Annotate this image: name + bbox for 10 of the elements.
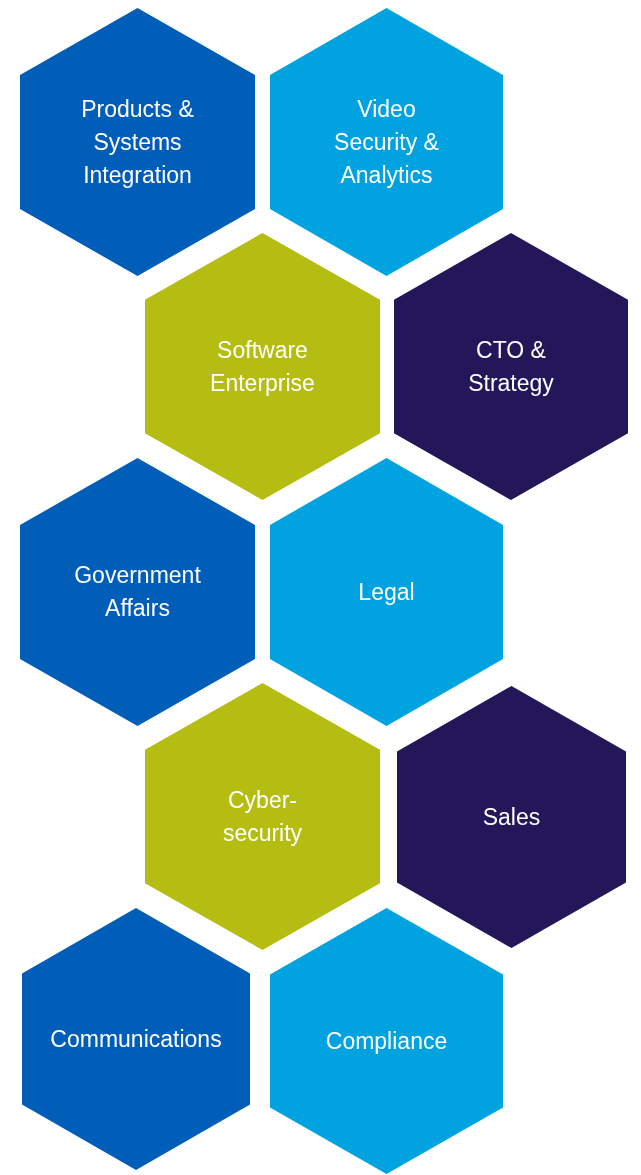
tile-label: Software Enterprise (209, 335, 316, 398)
tile-label: Compliance (325, 1026, 448, 1056)
tile-label: Cyber-security (221, 785, 304, 848)
tile-label: Products & Systems Integration (80, 94, 195, 190)
tile-label: Sales (482, 802, 541, 832)
tile-label: Legal (358, 577, 415, 607)
tile-label: Video Security & Analytics (333, 94, 440, 190)
tile-label: Communications (50, 1024, 222, 1054)
tile-label: Government Affairs (73, 561, 202, 623)
tile-label: CTO & Strategy (467, 335, 555, 398)
